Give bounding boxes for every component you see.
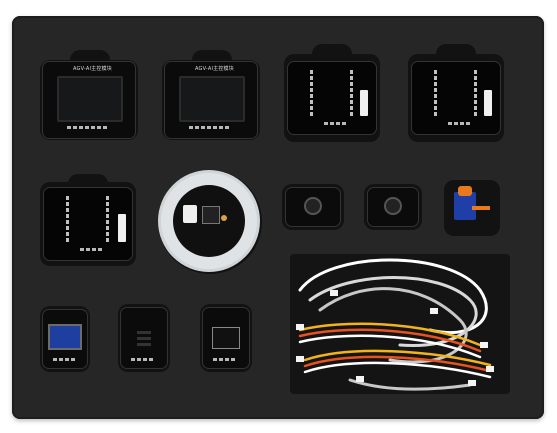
pin-column (350, 70, 353, 116)
pin-header (80, 248, 102, 251)
camera-module-2 (368, 188, 418, 226)
camera-lens-icon (306, 199, 320, 213)
lcd-screen-2 (179, 76, 245, 122)
pin-column (66, 196, 69, 242)
foam-tray: AGV-AI主控模块 AGV-AI主控模块 (12, 16, 544, 419)
terminal-block (118, 214, 126, 242)
board-label-1: AGV-AI主控模块 (73, 66, 112, 72)
sensor-module (121, 308, 167, 368)
sensor-grid (137, 328, 151, 346)
pin-header (213, 358, 235, 361)
cutout-tab (68, 174, 108, 190)
chip (203, 207, 219, 223)
screen-board-1: AGV-AI主控模块 (43, 62, 135, 138)
driver-board-3 (44, 188, 132, 260)
pin-header (324, 122, 346, 125)
camera-module-1 (286, 188, 340, 226)
ring-center-pcb (173, 185, 245, 257)
pin-header (53, 358, 75, 361)
driver-board-2 (412, 62, 500, 134)
pin-header (448, 122, 470, 125)
board-label-2: AGV-AI主控模块 (195, 66, 234, 72)
wifi-chip (213, 328, 239, 348)
cutout-tab (436, 44, 476, 60)
lcd-screen-1 (57, 76, 123, 122)
terminal-block (360, 90, 368, 116)
pin-header (189, 126, 229, 129)
mic (221, 215, 227, 221)
servo-gear (458, 186, 472, 196)
led-ring-board (161, 173, 257, 269)
driver-board-1 (288, 62, 376, 134)
oled-screen (48, 324, 82, 350)
oled-module (43, 310, 87, 368)
pin-column (434, 70, 437, 116)
servo-motor (454, 192, 476, 220)
wifi-module (203, 308, 249, 368)
pin-column (310, 70, 313, 116)
camera-lens-icon (386, 199, 400, 213)
pin-column (106, 196, 109, 242)
cutout-tab (312, 44, 352, 60)
logo-block (183, 205, 197, 223)
pin-header (131, 358, 153, 361)
pin-column (474, 70, 477, 116)
terminal-block (484, 90, 492, 116)
servo-wire (472, 206, 490, 210)
screen-board-2: AGV-AI主控模块 (165, 62, 257, 138)
pin-header (67, 126, 107, 129)
